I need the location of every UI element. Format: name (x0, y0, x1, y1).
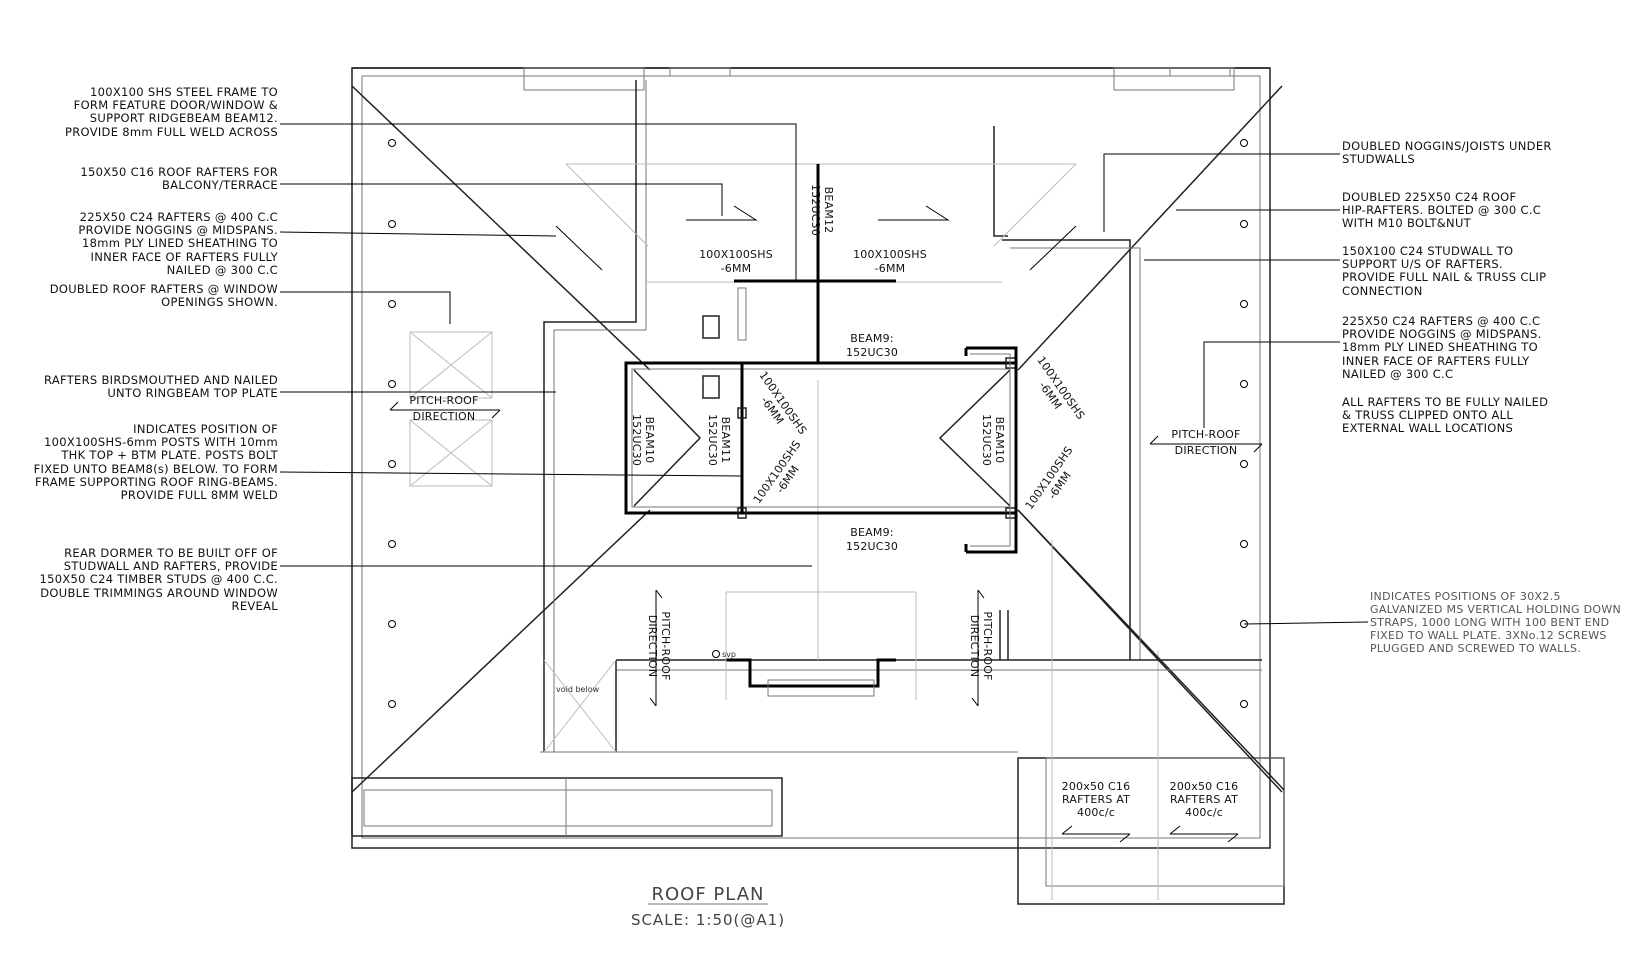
beam11-l1: BEAM11 (719, 417, 732, 464)
shs-right-l2: -6MM (875, 262, 906, 275)
pitch-left-l1: PITCH-ROOF (409, 394, 478, 407)
title-block: ROOF PLAN SCALE: 1:50(@A1) (631, 884, 785, 929)
beam12-l2: 152UC30 (809, 184, 822, 236)
drawing-title: ROOF PLAN (652, 884, 765, 905)
pitch-bottom-a-l1: PITCH-ROOF (659, 611, 672, 680)
svp-label: svp (722, 650, 736, 659)
note-birdsmouth: RAFTERS BIRDSMOUTHED AND NAILED UNTO RIN… (44, 373, 278, 401)
strap-markers (388, 139, 1248, 708)
construction-lines (409, 163, 1077, 900)
note-steel-frame: 100X100 SHS STEEL FRAME TO FORM FEATURE … (65, 85, 278, 139)
pitch-bottom-b-l1: PITCH-ROOF (981, 611, 994, 680)
note-c24-rafters-left: 225X50 C24 RAFTERS @ 400 C.C PROVIDE NOG… (78, 210, 278, 277)
beam9-bottom-l1: BEAM9: (850, 526, 893, 539)
rafters-a-l3: 400c/c (1077, 806, 1115, 819)
rafters-b-l3: 400c/c (1185, 806, 1223, 819)
beam10-right-l1: BEAM10 (993, 417, 1006, 464)
pitch-right-l1: PITCH-ROOF (1171, 428, 1240, 441)
hip-rafter-lines (351, 85, 1285, 793)
shs-right-l1: 100X100SHS (853, 248, 927, 261)
rafters-b-l1: 200x50 C16 (1170, 780, 1239, 793)
ring-beam-frame (624, 164, 1018, 554)
beam12-l1: BEAM12 (822, 187, 835, 234)
note-holding-straps: INDICATES POSITIONS OF 30X2.5 GALVANIZED… (1370, 590, 1622, 655)
void-label: void below (556, 685, 600, 694)
direction-arrows (389, 205, 1263, 843)
beam11-l2: 152UC30 (706, 414, 719, 466)
building-outline (351, 67, 1285, 905)
shs-left-l2: -6MM (721, 262, 752, 275)
beam9-bottom-l2: 152UC30 (846, 540, 898, 553)
studwalls (540, 80, 1262, 753)
note-rear-dormer: REAR DORMER TO BE BUILT OFF OF STUDWALL … (39, 546, 278, 613)
rafters-a-l2: RAFTERS AT (1062, 793, 1130, 806)
pitch-right-l2: DIRECTION (1175, 444, 1238, 457)
pitch-left-l2: DIRECTION (413, 410, 476, 423)
note-balcony-rafters: 150X50 C16 ROOF RAFTERS FOR BALCONY/TERR… (80, 165, 278, 193)
note-leaders (279, 123, 1369, 625)
rafters-b-l2: RAFTERS AT (1170, 793, 1238, 806)
plan-labels: 100X100SHS -6MM 100X100SHS -6MM BEAM12 1… (409, 184, 1240, 819)
beam10-left-l1: BEAM10 (643, 417, 656, 464)
note-hip-rafters: DOUBLED 225X50 C24 ROOF HIP-RAFTERS. BOL… (1342, 190, 1542, 231)
drawing-scale: SCALE: 1:50(@A1) (631, 911, 785, 929)
note-rafters-nailed: ALL RAFTERS TO BE FULLY NAILED & TRUSS C… (1342, 395, 1549, 436)
note-studwall: 150X100 C24 STUDWALL TO SUPPORT U/S OF R… (1342, 244, 1547, 298)
beam9-top-l1: BEAM9: (850, 332, 893, 345)
note-doubled-rafters: DOUBLED ROOF RAFTERS @ WINDOW OPENINGS S… (49, 282, 278, 310)
rafters-a-l1: 200x50 C16 (1062, 780, 1131, 793)
note-c24-rafters-right: 225X50 C24 RAFTERS @ 400 C.C PROVIDE NOG… (1342, 314, 1542, 381)
beam10-left-l2: 152UC30 (630, 414, 643, 466)
pitch-bottom-b-l2: DIRECTION (968, 615, 981, 678)
note-doubled-noggins: DOUBLED NOGGINS/JOISTS UNDER STUDWALLS (1342, 139, 1552, 167)
beam9-top-l2: 152UC30 (846, 346, 898, 359)
shs-left-l1: 100X100SHS (699, 248, 773, 261)
note-shs-posts: INDICATES POSITION OF 100X100SHS-6mm POS… (33, 422, 278, 503)
pitch-bottom-a-l2: DIRECTION (646, 615, 659, 678)
beam10-right-l2: 152UC30 (980, 414, 993, 466)
